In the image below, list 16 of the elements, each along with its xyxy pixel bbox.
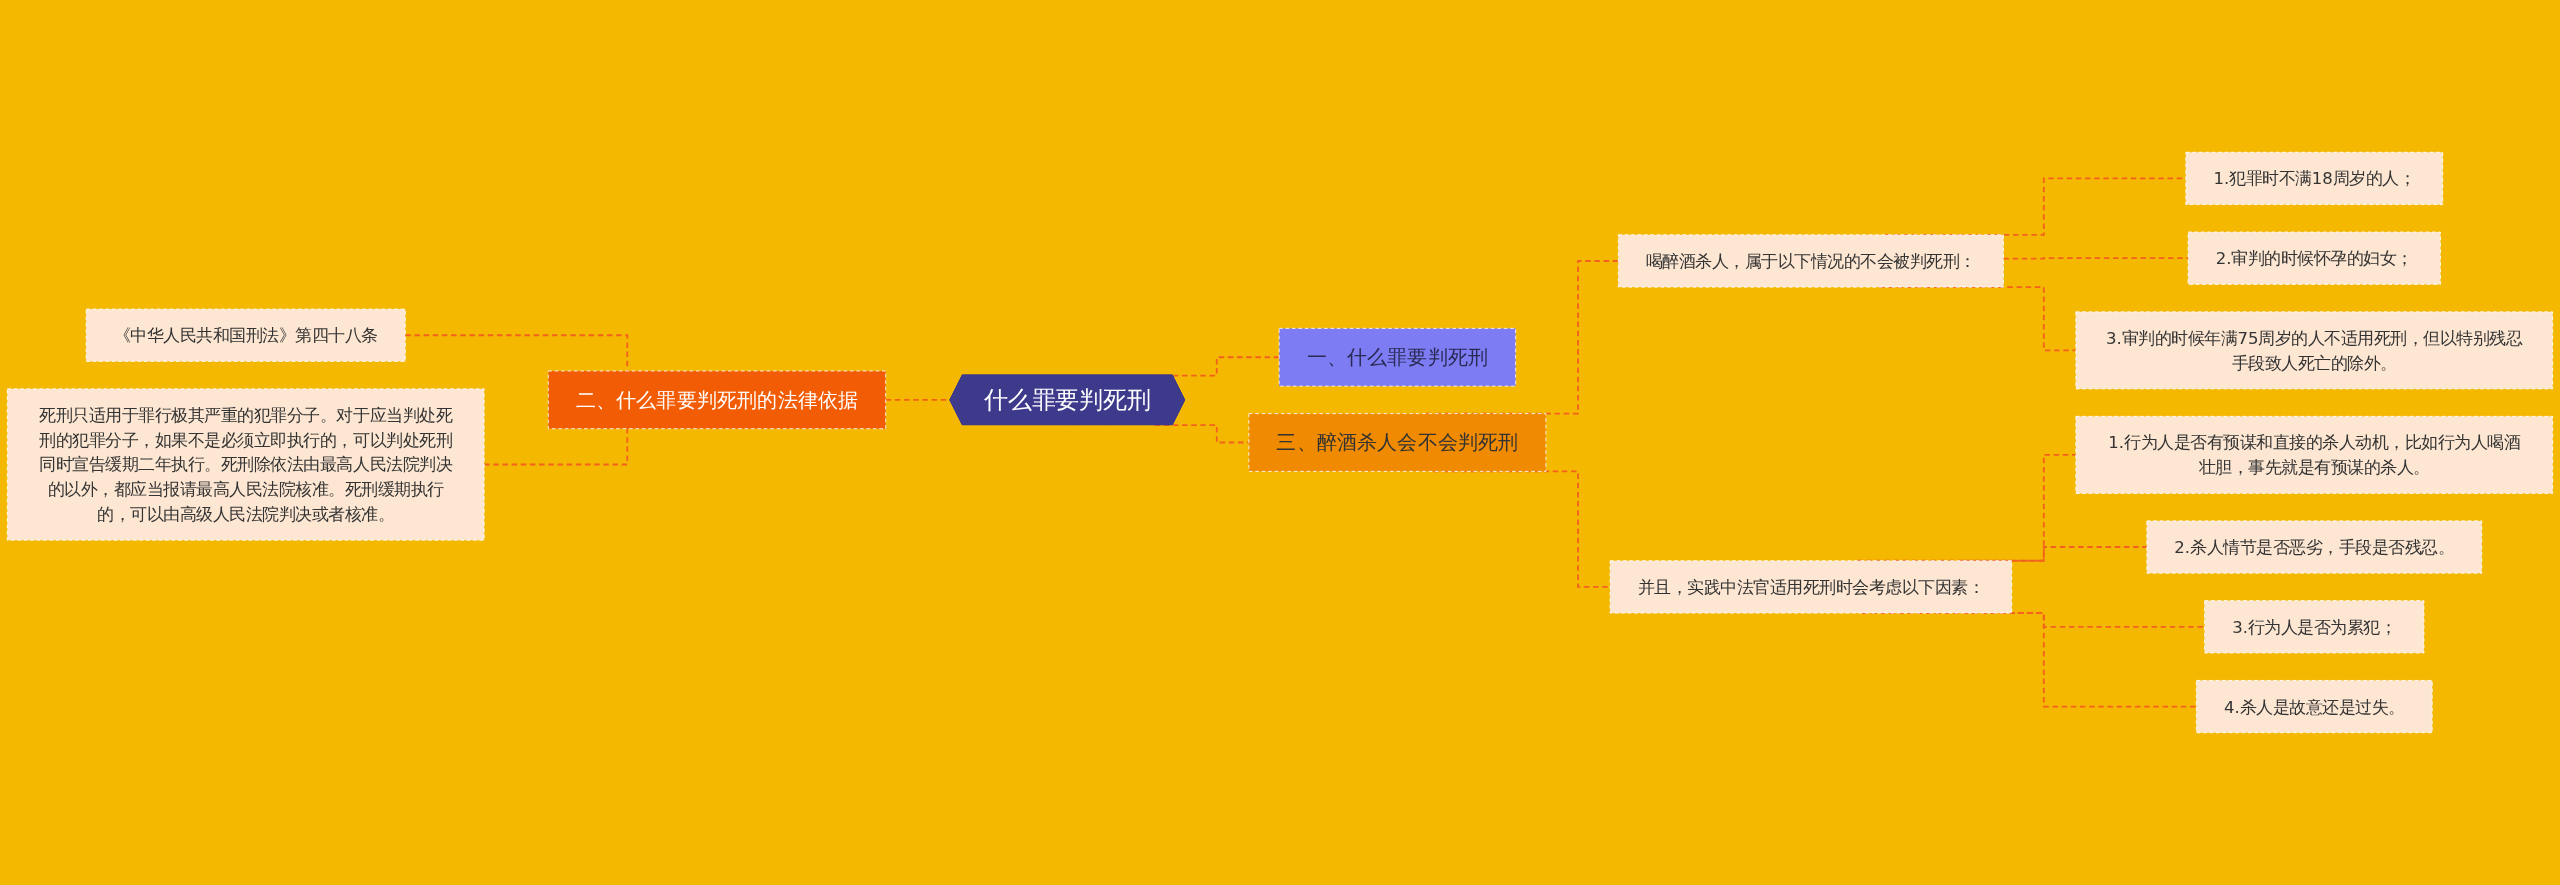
node-box: 一、什么罪要判死刑 — [1278, 327, 1517, 387]
node-box: 4.杀人是故意还是过失。 — [2195, 679, 2433, 734]
node-box: 3.审判的时候年满75周岁的人不适用死刑，但以特别残忍手段致人死亡的除外。 — [2075, 311, 2554, 390]
node-box: 2.审判的时候怀孕的妇女； — [2187, 231, 2441, 285]
node-box: 《中华人民共和国刑法》第四十八条 — [85, 308, 406, 362]
node-box: 二、什么罪要判死刑的法律依据 — [547, 370, 887, 430]
node-box: 3.行为人是否为累犯； — [2204, 600, 2425, 654]
node-box: 并且，实践中法官适用死刑时会考虑以下因素： — [1609, 560, 2013, 614]
node-box: 三、醉酒杀人会不会判死刑 — [1248, 413, 1547, 472]
connector — [2002, 257, 2190, 260]
node-box: 2.杀人情节是否恶劣，手段是否残忍。 — [2146, 520, 2483, 574]
node-box: 1.犯罪时不满18周岁的人； — [2185, 151, 2444, 206]
node-box: 死刑只适用于罪行极其严重的犯罪分子。对于应当判处死刑的犯罪分子，如果不是必须立即执行的，可以判处死刑同时宣告缓期二年执行。死刑除依法由最高人民法院判决的以外，都应当报请最高人民法院核准。死刑缓期执行的，可以由高级人民法院判决或者核准。 — [6, 388, 485, 541]
node-box: 1.行为人是否有预谋和直接的杀人动机，比如行为人喝酒壮胆，事先就是有预谋的杀人。 — [2075, 415, 2554, 494]
connector — [483, 427, 629, 466]
node-box: 喝醉酒杀人，属于以下情况的不会被判死刑： — [1617, 234, 2004, 288]
